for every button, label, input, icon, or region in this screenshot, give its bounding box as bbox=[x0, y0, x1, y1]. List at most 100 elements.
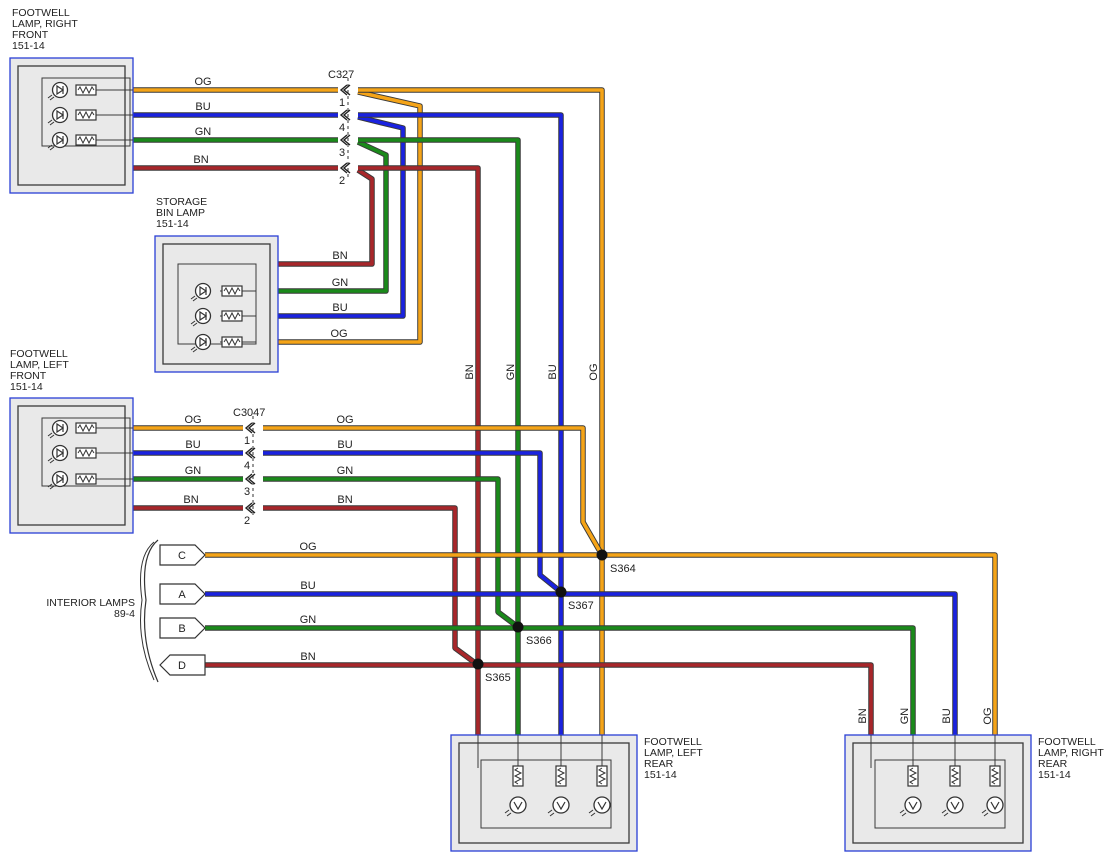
wire-label-v-og-3: OG bbox=[588, 363, 600, 380]
wire-bn-c3047 bbox=[263, 505, 480, 668]
connector-pin-label: 4 bbox=[244, 460, 250, 472]
wire-bn-c327-down bbox=[358, 165, 481, 735]
component-title-storage-1: BIN LAMP bbox=[156, 207, 205, 219]
connector-pin-label: 3 bbox=[244, 486, 250, 498]
component-title-fw_rf-0: FOOTWELL bbox=[12, 7, 70, 19]
splice-s367 bbox=[555, 586, 567, 598]
terminal-label: B bbox=[178, 623, 185, 635]
wire-label-bu-1: BU bbox=[195, 101, 210, 113]
resistor-icon bbox=[907, 765, 919, 787]
component-title-fw_rf-2: FRONT bbox=[12, 29, 49, 41]
component-title-fw_lr-1: LAMP, LEFT bbox=[644, 747, 703, 759]
wire-label-v-bu-2: BU bbox=[547, 364, 559, 379]
component-title-fw_lf-1: LAMP, LEFT bbox=[10, 359, 69, 371]
wire-label-v-bn-4: BN bbox=[857, 708, 869, 723]
connector-pin-label: 4 bbox=[339, 122, 345, 134]
resistor-icon bbox=[221, 310, 243, 322]
resistor-icon bbox=[221, 336, 243, 348]
wire-label-v-gn-1: GN bbox=[505, 364, 517, 381]
wire-label-v-bn-0: BN bbox=[464, 364, 476, 379]
wires bbox=[133, 87, 998, 735]
wire-gn-c3047 bbox=[263, 476, 520, 630]
wire-label-og-16: OG bbox=[299, 541, 316, 553]
connector-c3047: 1 4 3 2 C3047 bbox=[233, 407, 265, 527]
component-title-interior-0: INTERIOR LAMPS bbox=[46, 597, 135, 609]
wire-label-bu-9: BU bbox=[185, 439, 200, 451]
splice-label-s365: S365 bbox=[485, 672, 511, 684]
resistor-icon bbox=[75, 473, 97, 485]
footwell-lamp-left-rear bbox=[450, 734, 638, 852]
wire-label-gn-18: GN bbox=[300, 614, 317, 626]
component-title-fw_lf-0: FOOTWELL bbox=[10, 348, 68, 360]
interior-lamps-connector: C A B D bbox=[140, 539, 206, 683]
storage-bin-lamp bbox=[154, 235, 279, 373]
wire-label-v-bu-6: BU bbox=[941, 708, 953, 723]
terminal-c bbox=[159, 544, 206, 566]
wire-og-storage bbox=[278, 89, 423, 345]
terminal-label: A bbox=[178, 589, 186, 601]
splice-label-s367: S367 bbox=[568, 600, 594, 612]
wire-gn-storage bbox=[278, 139, 389, 294]
connector-pin-label: 2 bbox=[339, 175, 345, 187]
terminal-a bbox=[159, 583, 206, 605]
terminal-label: D bbox=[178, 660, 186, 672]
footwell-lamp-left-front bbox=[9, 397, 134, 534]
component-title-interior-1: 89-4 bbox=[114, 608, 135, 620]
footwell-lamp-right-front bbox=[9, 57, 134, 194]
splice-s366 bbox=[512, 621, 524, 633]
wire-label-gn-14: GN bbox=[337, 465, 354, 477]
terminal-b bbox=[159, 617, 206, 639]
wire-label-gn-10: GN bbox=[185, 465, 202, 477]
wire-og-interior bbox=[205, 552, 998, 735]
component-title-fw_lf-2: FRONT bbox=[10, 370, 47, 382]
resistor-icon bbox=[596, 765, 608, 787]
resistor-icon bbox=[949, 765, 961, 787]
wire-label-bu-13: BU bbox=[337, 439, 352, 451]
component-title-fw_lr-3: 151-14 bbox=[644, 769, 677, 781]
wire-bu-c327-down bbox=[358, 112, 564, 735]
wire-label-bn-3: BN bbox=[193, 154, 208, 166]
connector-pin-label: 3 bbox=[339, 147, 345, 159]
connector-name: C3047 bbox=[233, 407, 265, 419]
splice-label-s366: S366 bbox=[526, 635, 552, 647]
wire-label-v-gn-5: GN bbox=[899, 708, 911, 725]
wire-label-og-8: OG bbox=[184, 414, 201, 426]
wire-label-bn-11: BN bbox=[183, 494, 198, 506]
component-title-fw_rf-3: 151-14 bbox=[12, 40, 45, 52]
component-title-storage-2: 151-14 bbox=[156, 218, 189, 230]
terminal-d bbox=[159, 654, 206, 676]
component-title-fw_lf-3: 151-14 bbox=[10, 381, 43, 393]
component-title-storage-0: STORAGE bbox=[156, 196, 207, 208]
resistor-icon bbox=[555, 765, 567, 787]
wire-label-og-7: OG bbox=[330, 328, 347, 340]
wire-label-og-0: OG bbox=[194, 76, 211, 88]
connector-pin-label: 2 bbox=[244, 515, 250, 527]
wire-og-c3047 bbox=[263, 425, 605, 557]
wire-gn-c327-down bbox=[358, 137, 521, 735]
wire-bu-storage bbox=[278, 114, 406, 319]
splice-s365 bbox=[472, 658, 484, 670]
resistor-icon bbox=[512, 765, 524, 787]
resistor-icon bbox=[221, 285, 243, 297]
wire-label-og-12: OG bbox=[336, 414, 353, 426]
wire-bu-c3047 bbox=[263, 450, 563, 595]
resistor-icon bbox=[75, 447, 97, 459]
wire-label-bn-19: BN bbox=[300, 651, 315, 663]
component-title-fw_rr-2: REAR bbox=[1038, 758, 1068, 770]
resistor-icon bbox=[75, 134, 97, 146]
resistor-icon bbox=[989, 765, 1001, 787]
component-title-fw_rr-0: FOOTWELL bbox=[1038, 736, 1096, 748]
terminal-label: C bbox=[178, 550, 186, 562]
splice-label-s364: S364 bbox=[610, 563, 636, 575]
component-title-fw_lr-0: FOOTWELL bbox=[644, 736, 702, 748]
resistor-icon bbox=[75, 84, 97, 96]
wire-label-gn-2: GN bbox=[195, 126, 212, 138]
wire-bn-storage bbox=[278, 167, 375, 267]
wire-label-bn-15: BN bbox=[337, 494, 352, 506]
wire-label-bn-4: BN bbox=[332, 250, 347, 262]
wire-gn-interior bbox=[205, 625, 916, 735]
connector-pin-label: 1 bbox=[244, 435, 250, 447]
